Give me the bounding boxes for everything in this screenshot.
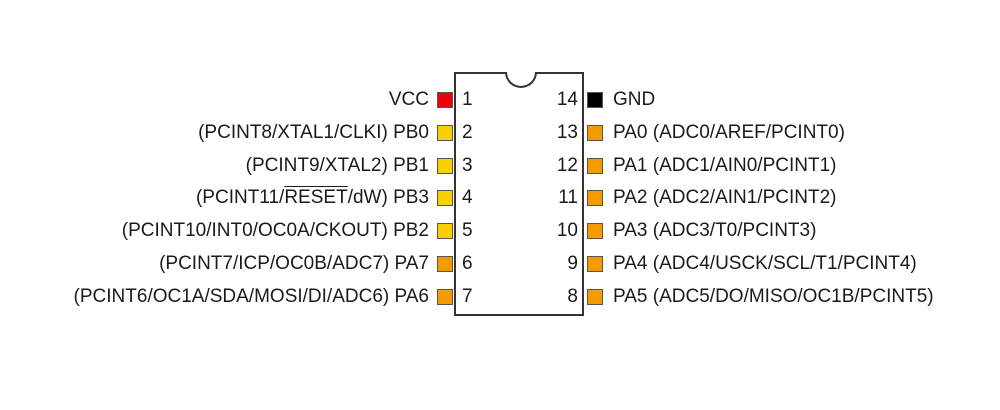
chip-body xyxy=(454,72,584,316)
pin-label: PA5 (ADC5/DO/MISO/OC1B/PCINT5) xyxy=(613,285,934,307)
pin-label: GND xyxy=(613,89,656,110)
pin-label: VCC xyxy=(388,89,429,110)
pin-label: PA1 (ADC1/AIN0/PCINT1) xyxy=(613,154,837,176)
pin-pad xyxy=(437,157,453,174)
pin-label: PA4 (ADC4/USCK/SCL/T1/PCINT4) xyxy=(613,253,917,274)
pin-pad xyxy=(437,124,453,141)
pin-label: (PCINT8/XTAL1/CLKI) PB0 xyxy=(198,121,429,143)
pin-pad xyxy=(437,223,453,240)
pin-label: (PCINT9/XTAL2) PB1 xyxy=(245,154,429,176)
pin-number: 11 xyxy=(558,187,578,209)
pin-label: (PCINT10/INT0/OC0A/CKOUT) PB2 xyxy=(121,220,429,242)
pin-number: 10 xyxy=(556,220,578,242)
pin-label: PA0 (ADC0/AREF/PCINT0) xyxy=(613,121,845,143)
pin-number: 13 xyxy=(556,121,578,143)
pin-label: (PCINT11/RESET/dW) PB3 xyxy=(196,188,429,208)
pin-number: 12 xyxy=(556,154,578,176)
pin-pad xyxy=(587,256,603,272)
pin-number: 3 xyxy=(462,154,473,176)
pin-pad xyxy=(587,92,603,108)
pin-number: 4 xyxy=(462,187,473,209)
pin-pad xyxy=(437,288,453,305)
pin-label-overline: RESET xyxy=(284,187,348,209)
pin-number: 1 xyxy=(462,89,473,110)
pin-label-prefix: (PCINT11/ xyxy=(195,187,285,209)
pin-pad xyxy=(587,157,603,174)
pin-pad xyxy=(587,223,603,240)
pin-label: (PCINT7/ICP/OC0B/ADC7) PA7 xyxy=(159,253,429,274)
pin-number: 7 xyxy=(462,285,473,307)
pin-number: 8 xyxy=(567,285,578,307)
pin-pad xyxy=(437,256,453,272)
pin-pad xyxy=(437,92,453,108)
pin-pad xyxy=(587,124,603,141)
pin-number: 2 xyxy=(462,121,473,143)
pin-number: 6 xyxy=(462,253,473,274)
chip-notch xyxy=(505,72,537,88)
pin-label: PA2 (ADC2/AIN1/PCINT2) xyxy=(613,187,837,209)
pin-pad xyxy=(587,190,603,207)
pin-label: PA3 (ADC3/T0/PCINT3) xyxy=(613,220,817,242)
pin-number: 9 xyxy=(567,253,578,274)
pin-number: 5 xyxy=(462,220,473,242)
pin-pad xyxy=(437,190,453,207)
pin-label-suffix: /dW) PB3 xyxy=(347,187,429,209)
pin-number: 14 xyxy=(556,89,578,110)
pin-label: (PCINT6/OC1A/SDA/MOSI/DI/ADC6) PA6 xyxy=(73,285,429,307)
pin-pad xyxy=(587,288,603,305)
